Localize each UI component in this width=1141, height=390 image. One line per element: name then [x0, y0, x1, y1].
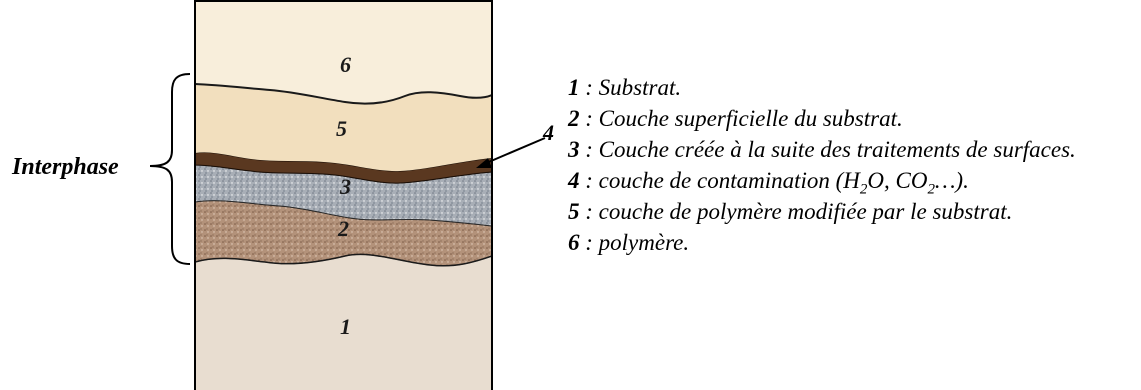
- interphase-diagram: 6 5 3 2 1 Interphase 4: [0, 0, 560, 390]
- layer-label-5: 5: [336, 116, 347, 141]
- layer-label-6: 6: [340, 52, 351, 77]
- layer-label-2: 2: [337, 216, 349, 241]
- layer-label-3: 3: [339, 174, 351, 199]
- legend: 1 : Substrat. 2 : Couche superficielle d…: [568, 72, 1128, 258]
- legend-item-6: 6 : polymère.: [568, 227, 1128, 258]
- callout-label-4: 4: [542, 120, 554, 145]
- legend-item-1: 1 : Substrat.: [568, 72, 1128, 103]
- legend-item-5: 5 : couche de polymère modifiée par le s…: [568, 196, 1128, 227]
- legend-item-3: 3 : Couche créée à la suite des traiteme…: [568, 134, 1128, 165]
- interphase-label: Interphase: [11, 154, 119, 180]
- legend-item-2: 2 : Couche superficielle du substrat.: [568, 103, 1128, 134]
- layer-label-1: 1: [340, 314, 351, 339]
- interphase-brace: [150, 74, 190, 264]
- legend-item-4: 4 : couche de contamination (H2O, CO2…).: [568, 165, 1128, 196]
- callout-arrow-line: [484, 138, 545, 164]
